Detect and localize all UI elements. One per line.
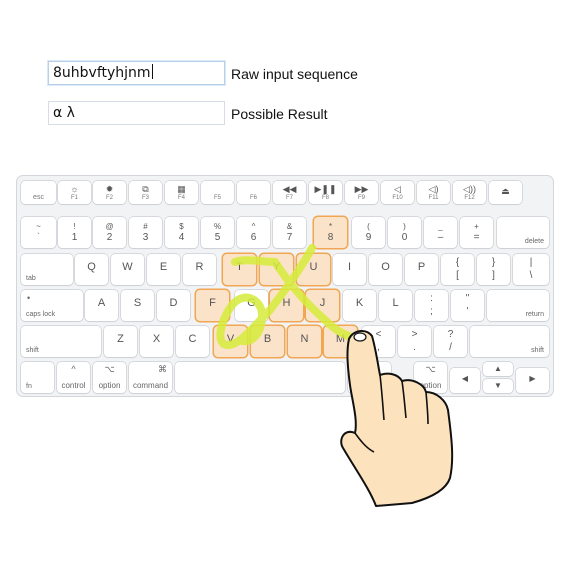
arrow-left-icon: ◀ (461, 374, 469, 383)
key-5[interactable]: %5 (201, 217, 234, 248)
key-caps-lock[interactable]: •caps lock (21, 290, 83, 321)
key-l[interactable]: L (379, 290, 412, 321)
raw-input-value: 8uhbvftyhjnm (53, 65, 151, 81)
key-f7[interactable]: ◀◀F7 (273, 181, 306, 204)
mute-icon: ◁ (394, 184, 401, 194)
key-delete[interactable]: delete (497, 217, 549, 248)
key-f3[interactable]: ⧉F3 (129, 181, 162, 204)
brightness-down-icon: ☼ (70, 184, 79, 194)
volume-up-icon: ◁)) (463, 184, 476, 194)
raw-input-label: Raw input sequence (231, 66, 358, 82)
key-arrow-up[interactable]: ▲ (483, 362, 513, 376)
key-f2[interactable]: ✹F2 (93, 181, 126, 204)
key-semicolon[interactable]: :; (415, 290, 448, 321)
arrow-up-icon: ▲ (494, 364, 502, 373)
key-8[interactable]: *8 (314, 217, 347, 248)
key-slash[interactable]: ?/ (434, 326, 467, 357)
key-r[interactable]: R (183, 254, 216, 285)
key-fn[interactable]: fn (21, 362, 54, 393)
key-open-bracket[interactable]: {[ (441, 254, 474, 285)
caps-lock-indicator: • (27, 293, 31, 303)
key-7[interactable]: &7 (273, 217, 306, 248)
arrow-right-icon: ▶ (529, 374, 536, 383)
brightness-up-icon: ✹ (105, 184, 114, 194)
eject-icon: ⏏ (501, 186, 510, 196)
key-backtick[interactable]: ~` (21, 217, 56, 248)
arrow-down-icon: ▼ (494, 381, 502, 390)
play-pause-icon: ▶❚❚ (314, 184, 337, 194)
key-q[interactable]: Q (75, 254, 108, 285)
key-return[interactable]: return (487, 290, 549, 321)
result-field: α λ (48, 101, 225, 125)
key-f5[interactable]: F5 (201, 181, 234, 204)
key-n[interactable]: N (288, 326, 321, 357)
mission-control-icon: ⧉ (142, 184, 149, 194)
key-f4[interactable]: ▦F4 (165, 181, 198, 204)
key-f1[interactable]: ☼F1 (58, 181, 91, 204)
key-arrow-down[interactable]: ▼ (483, 379, 513, 393)
fast-forward-icon: ▶▶ (354, 184, 369, 194)
key-f10[interactable]: ◁F10 (381, 181, 414, 204)
key-w[interactable]: W (111, 254, 144, 285)
key-f9[interactable]: ▶▶F9 (345, 181, 378, 204)
volume-down-icon: ◁) (428, 184, 439, 194)
key-control[interactable]: ^control (57, 362, 90, 393)
key-9[interactable]: (9 (352, 217, 385, 248)
option-icon: ⌥ (104, 364, 115, 374)
key-tab[interactable]: tab (21, 254, 73, 285)
key-6[interactable]: ^6 (237, 217, 270, 248)
rewind-icon: ◀◀ (282, 184, 297, 194)
key-esc[interactable]: esc (21, 181, 56, 204)
key-a[interactable]: A (85, 290, 118, 321)
key-minus[interactable]: _– (424, 217, 457, 248)
key-period[interactable]: >. (398, 326, 431, 357)
key-f8[interactable]: ▶❚❚F8 (309, 181, 342, 204)
key-k[interactable]: K (343, 290, 376, 321)
key-quote[interactable]: "' (451, 290, 484, 321)
key-x[interactable]: X (140, 326, 173, 357)
raw-input-field[interactable]: 8uhbvftyhjnm (48, 61, 225, 85)
launchpad-icon: ▦ (177, 184, 186, 194)
key-0[interactable]: )0 (388, 217, 421, 248)
key-p[interactable]: P (405, 254, 438, 285)
key-c[interactable]: C (176, 326, 209, 357)
command-icon: ⌘ (158, 364, 167, 374)
key-command-left[interactable]: ⌘command (129, 362, 172, 393)
key-option-left[interactable]: ⌥option (93, 362, 126, 393)
key-arrow-left[interactable]: ◀ (450, 368, 480, 393)
key-arrow-right[interactable]: ▶ (516, 368, 549, 393)
key-3[interactable]: #3 (129, 217, 162, 248)
result-label: Possible Result (231, 106, 328, 122)
key-shift-left[interactable]: shift (21, 326, 101, 357)
key-f6[interactable]: F6 (237, 181, 270, 204)
key-space[interactable] (175, 362, 345, 393)
key-s[interactable]: S (121, 290, 154, 321)
key-i[interactable]: I (333, 254, 366, 285)
key-f12[interactable]: ◁))F12 (453, 181, 486, 204)
key-backslash[interactable]: |\ (513, 254, 549, 285)
key-f11[interactable]: ◁)F11 (417, 181, 450, 204)
result-value: α λ (53, 105, 75, 121)
key-d[interactable]: D (157, 290, 190, 321)
key-z[interactable]: Z (104, 326, 137, 357)
key-o[interactable]: O (369, 254, 402, 285)
key-2[interactable]: @2 (93, 217, 126, 248)
key-equals[interactable]: += (460, 217, 493, 248)
key-close-bracket[interactable]: }] (477, 254, 510, 285)
option-icon-right: ⌥ (425, 364, 436, 374)
key-eject[interactable]: ⏏ (489, 181, 522, 204)
key-shift-right[interactable]: shift (470, 326, 549, 357)
key-4[interactable]: $4 (165, 217, 198, 248)
text-caret (151, 64, 153, 79)
key-e[interactable]: E (147, 254, 180, 285)
key-1[interactable]: !1 (58, 217, 91, 248)
